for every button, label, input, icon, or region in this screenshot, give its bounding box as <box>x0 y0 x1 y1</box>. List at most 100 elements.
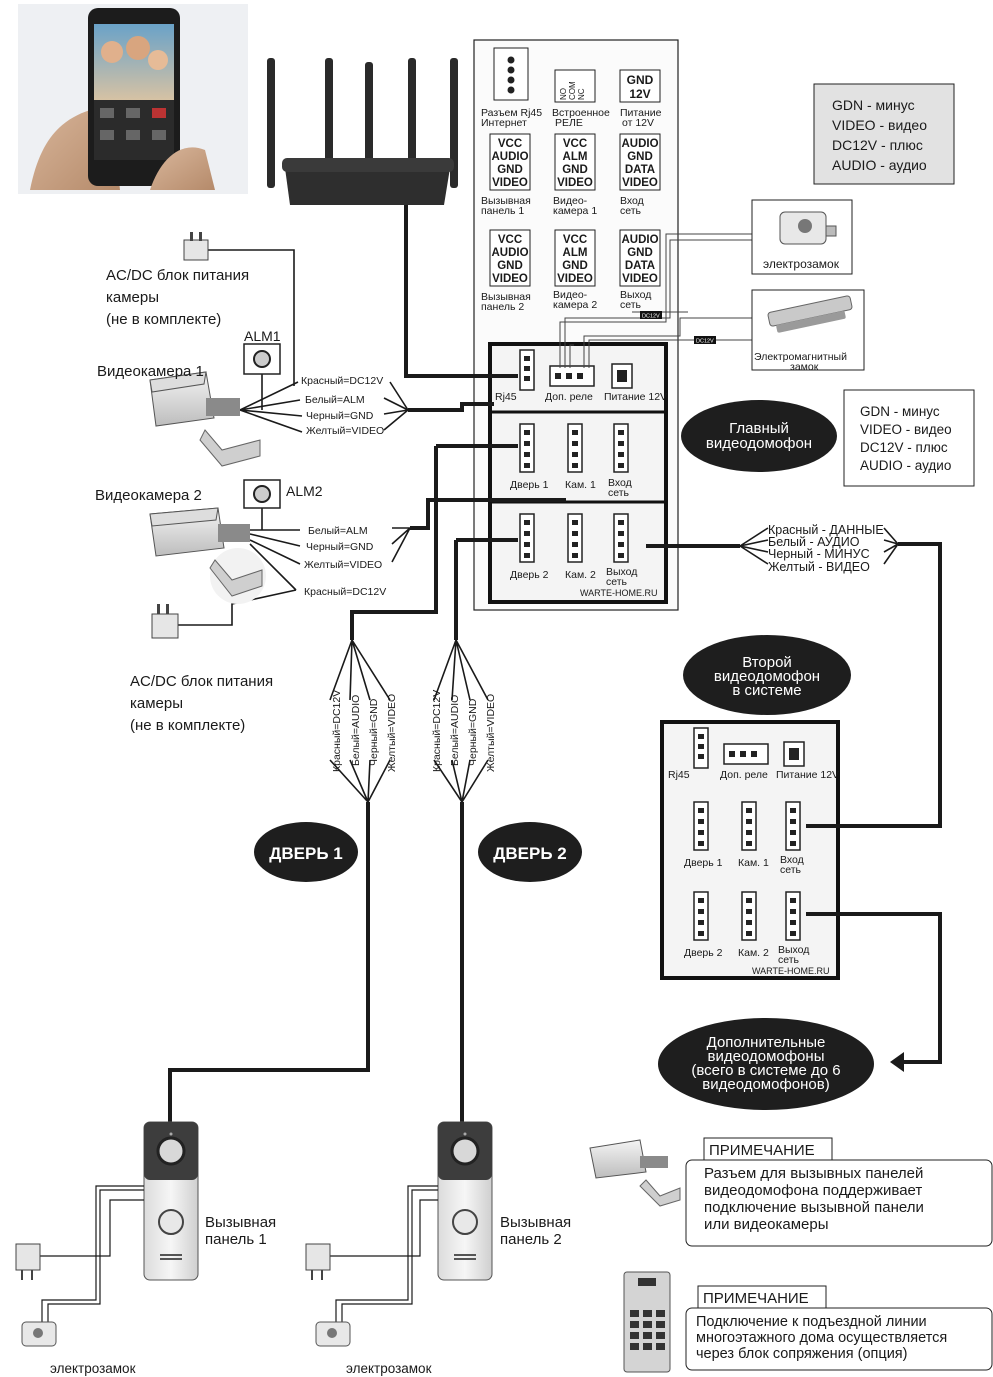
lock-bottom-1: электрозамок <box>50 1361 136 1376</box>
main-intercom-oval <box>681 400 837 472</box>
cam1-box-l3: GND <box>562 164 588 176</box>
second-netout-l1: Выход <box>778 944 809 956</box>
relay-label-l2: РЕЛЕ <box>555 117 583 129</box>
alm2-box <box>243 479 281 509</box>
cam1-box-l2: ALM <box>563 151 588 163</box>
second-relay: Доп. реле <box>720 769 768 781</box>
main-cam1: Кам. 1 <box>565 479 596 491</box>
note2-title: ПРИМЕЧАНИЕ <box>703 1290 809 1307</box>
power-adapter-icon-2 <box>151 604 179 639</box>
door1-wire-1: Красный=DC12V <box>331 690 343 772</box>
call-panel-2-icon <box>437 1121 493 1281</box>
arrow-head <box>890 1052 904 1072</box>
door2-box-l4: VIDEO <box>492 273 528 285</box>
power-adapter-icon-1 <box>183 232 209 261</box>
second-door1: Дверь 1 <box>684 857 723 869</box>
door2-label-l1: Вызывная <box>481 291 531 303</box>
lock-top-label: электрозамок <box>763 257 840 271</box>
lock-bottom-2: электрозамок <box>346 1361 432 1376</box>
rj45-label-l1: Разъем Rj45 <box>481 107 542 119</box>
relay-pin-nc: NC <box>577 88 586 100</box>
net-link-bottom <box>806 912 942 1064</box>
door2-wire-2: Белый=AUDIO <box>449 695 461 766</box>
door1-box-l4: VIDEO <box>492 177 528 189</box>
relay-label-l1: Встроенное <box>552 107 610 119</box>
door1-box-l1: VCC <box>498 138 522 150</box>
second-rj45: Rj45 <box>668 769 690 781</box>
entrance-panel-icon <box>623 1271 671 1373</box>
cam2-wire-route <box>410 498 566 530</box>
second-cam2: Кам. 2 <box>738 947 769 959</box>
cam1-label-l2: камера 1 <box>553 205 597 217</box>
netout-label-l2: сеть <box>620 299 642 311</box>
netout-label-l1: Выход <box>620 289 651 301</box>
net-wire-2: Белый - АУДИО <box>768 535 860 549</box>
note1-l2: видеодомофона поддерживает <box>704 1182 922 1199</box>
cam2-box-l2: ALM <box>563 247 588 259</box>
main-netout-l2: сеть <box>606 576 628 588</box>
door1-down <box>168 802 370 1122</box>
note1-box <box>685 1159 993 1247</box>
second-netin-l2: сеть <box>780 864 802 876</box>
netin-label-l1: Вход <box>620 195 644 207</box>
door1-wire-3: Черный=GND <box>368 698 380 766</box>
power-box-l2: 12V <box>629 87 650 101</box>
electric-lock-icon-bottom-2 <box>315 1321 351 1347</box>
door2-box-l2: AUDIO <box>491 247 528 259</box>
electric-lock-icon-bottom-1 <box>21 1321 57 1347</box>
cam1-box-l1: VCC <box>563 138 587 150</box>
cam1-wire-3: Черный=GND <box>306 410 374 422</box>
netout-box-l1: AUDIO <box>621 234 658 246</box>
main-power: Питание 12V <box>604 391 667 403</box>
door1-label-l1: Вызывная <box>481 195 531 207</box>
cam1-wire-4: Желтый=VIDEO <box>306 425 384 437</box>
camera1-icon <box>149 371 261 467</box>
rj45-label-l2: Интернет <box>481 117 527 129</box>
legend-top-3: DC12V - плюс <box>832 137 923 153</box>
maglock-l2: замок <box>790 361 819 373</box>
legend-top <box>813 83 955 185</box>
netin-box-l1: AUDIO <box>621 138 658 150</box>
extra-oval-l1: Дополнительные <box>707 1034 826 1051</box>
cam2-label-l1: Видео- <box>553 289 588 301</box>
extra-oval-l3: (всего в системе до 6 <box>691 1062 840 1079</box>
note1-l1: Разъем для вызывных панелей <box>704 1165 923 1182</box>
net-link-right2 <box>806 542 942 828</box>
door1-wire-2: Белый=AUDIO <box>350 695 362 766</box>
note1-camera-icon <box>589 1139 681 1207</box>
power-adapter-icon-4 <box>305 1243 331 1280</box>
magnetic-lock-icon <box>767 295 853 333</box>
net-wire-1: Красный - ДАННЫЕ <box>768 523 884 537</box>
cam2-box-l3: GND <box>562 260 588 272</box>
alm1-label: ALM1 <box>244 328 281 344</box>
ps1-l1: AC/DC блок питания <box>106 267 249 284</box>
note1-l3: подключение вызывной панели <box>704 1199 924 1216</box>
main-site: WARTE-HOME.RU <box>580 588 658 598</box>
camera1-title: Видеокамера 1 <box>97 363 204 380</box>
extra-oval-l2: видеодомофоны <box>708 1048 825 1065</box>
note1-l4: или видеокамеры <box>704 1216 828 1233</box>
cam1-wire-1: Красный=DC12V <box>301 375 383 387</box>
second-netout-l2: сеть <box>778 954 800 966</box>
router-icon <box>267 58 458 205</box>
net-wire-3: Черный - МИНУС <box>768 547 870 561</box>
power-label-l2: от 12V <box>622 117 654 129</box>
camera2-icon <box>149 507 266 604</box>
legend-right-3: DC12V - плюс <box>860 440 948 455</box>
relay-pin-no: NO <box>559 88 568 100</box>
call-panel-1-icon <box>143 1121 199 1281</box>
note2-box <box>685 1307 993 1371</box>
door2-wire-4: Желтый=VIDEO <box>485 694 497 772</box>
main-relay: Доп. реле <box>545 391 593 403</box>
second-oval-l2: видеодомофон <box>714 668 820 685</box>
second-door2: Дверь 2 <box>684 947 723 959</box>
legend-top-4: AUDIO - аудио <box>832 157 927 173</box>
netout-box-l2: GND <box>627 247 653 259</box>
second-oval-l3: в системе <box>732 682 801 699</box>
note2-l1: Подключение к подъездной линии <box>696 1314 927 1330</box>
main-cam2: Кам. 2 <box>565 569 596 581</box>
door2-box-l1: VCC <box>498 234 522 246</box>
ps2-l1: AC/DC блок питания <box>130 673 273 690</box>
call-panel-1-l1: Вызывная <box>205 1214 276 1231</box>
